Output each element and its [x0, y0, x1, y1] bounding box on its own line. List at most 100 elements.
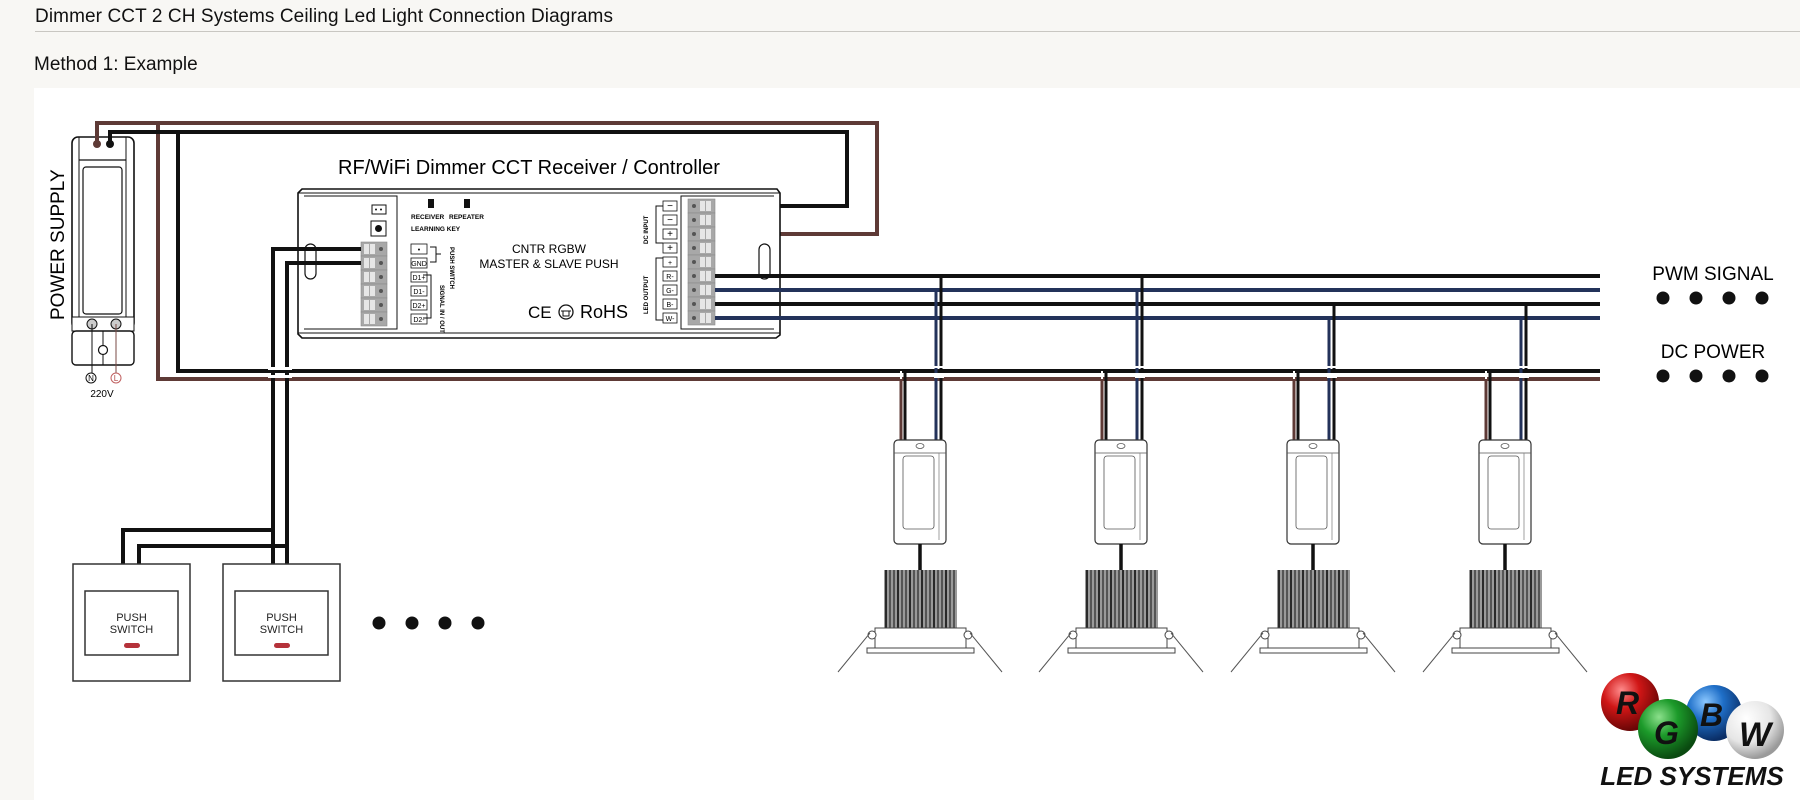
spring-clip: [1422, 632, 1456, 673]
rgbw-led-systems-logo: R G B W LED SYSTEMS: [1600, 673, 1784, 791]
right-terminal-labels: −−+++R-G-B-W-: [662, 200, 678, 324]
switch-button[interactable]: [234, 590, 329, 656]
psu-wires: [95, 121, 1600, 381]
continuation-dot: [1656, 369, 1670, 383]
dc-power-positive-bus: [156, 123, 1600, 381]
mounting-clip: [1068, 630, 1078, 640]
power-supply-label: POWER SUPPLY: [48, 169, 69, 320]
svg-text:D2+: D2+: [412, 303, 425, 310]
spring-clip: [1554, 632, 1588, 673]
right-terminal-label: +: [662, 242, 678, 254]
switch-indicator-led: [124, 643, 140, 648]
learning-key-icon: [375, 225, 382, 232]
continuation-dot: [1722, 369, 1736, 383]
weee-icon: [558, 304, 574, 320]
switch-indicator-led: [274, 643, 290, 648]
light-fixtures: [837, 276, 1588, 673]
receiver-label: RECEIVER: [411, 214, 445, 221]
svg-text:+: +: [667, 229, 673, 240]
right-terminal-label: −: [662, 200, 678, 212]
lamp-bezel: [1075, 627, 1168, 649]
logo-white-ball: [1726, 701, 1784, 759]
mounting-clip: [1548, 630, 1558, 640]
mounting-clip: [1260, 630, 1270, 640]
right-terminal: [687, 240, 716, 256]
controller-left-panel: [304, 195, 398, 330]
lamp-bezel: [1267, 627, 1360, 649]
logo-green-ball: [1638, 699, 1698, 759]
mounting-clip: [1452, 630, 1462, 640]
svg-text:R-: R-: [666, 274, 674, 281]
right-terminal: [687, 268, 716, 284]
switch-label-line1: PUSH: [116, 612, 147, 624]
left-terminal-label: D1+: [410, 271, 428, 283]
logo-letter-r: R: [1616, 685, 1639, 721]
neutral-terminal-label: N: [88, 374, 94, 383]
continuation-dot: [1689, 291, 1703, 305]
continuation-dot: [1722, 291, 1736, 305]
model-line-2: MASTER & SLAVE PUSH: [479, 257, 618, 271]
section-title: Method 1: Example: [34, 54, 198, 75]
continuation-dot: [1656, 291, 1670, 305]
right-terminal-label: G-: [662, 284, 678, 296]
switch-label-line2: SWITCH: [260, 624, 303, 636]
more-switches-ellipsis: [372, 616, 485, 630]
left-terminal: [360, 255, 388, 271]
left-terminal: [360, 283, 388, 299]
logo-letter-g: G: [1654, 715, 1679, 751]
controller: RF/WiFi Dimmer CCT Receiver / Controller…: [297, 157, 781, 339]
spring-clip: [1362, 632, 1396, 673]
left-terminal: [360, 297, 388, 313]
switch-label-line2: SWITCH: [110, 624, 153, 636]
spring-clip: [969, 632, 1003, 673]
push-switch-bracket: [430, 246, 441, 263]
ceiling-light: [1422, 304, 1588, 673]
heatsink: [884, 570, 957, 628]
repeater-jumper-icon: [464, 199, 470, 208]
right-terminal: [687, 198, 716, 214]
continuation-dot: [1755, 369, 1769, 383]
right-terminal: [687, 254, 716, 270]
left-terminal-label: •: [410, 243, 428, 255]
heatsink: [1469, 570, 1542, 628]
ellipsis-dot: [372, 616, 386, 630]
pwm-signal-continuation-dots: [1656, 291, 1769, 305]
logo-letter-w: W: [1739, 716, 1774, 754]
mounting-clip: [963, 630, 973, 640]
signal-in-out-label: SIGNAL IN / OUT: [438, 285, 444, 333]
ps-ground-point: [97, 344, 109, 356]
mounting-slot-right: [758, 243, 771, 280]
svg-text:+: +: [667, 243, 673, 254]
spring-clip: [837, 632, 871, 673]
continuation-dot: [1755, 291, 1769, 305]
logo-letter-b: B: [1700, 697, 1723, 733]
left-terminal-label: GND: [410, 257, 428, 269]
svg-text:D1+: D1+: [412, 275, 425, 282]
left-terminal-label: D1-: [410, 285, 428, 297]
power-supply: N L 220V POWER SUPPLY: [48, 136, 135, 400]
right-terminal-label: W-: [662, 312, 678, 324]
heatsink: [1085, 570, 1158, 628]
learning-key-label: LEARNING KEY: [411, 226, 461, 233]
left-terminal-label: D2-: [410, 313, 428, 325]
ceiling-light: [1230, 304, 1396, 673]
live-terminal-icon: [110, 372, 122, 384]
ellipsis-dot: [438, 616, 452, 630]
diagram-canvas: N L 220V POWER SUPPLY RF/WiFi Dimmer CCT…: [34, 88, 1800, 800]
svg-text:−: −: [667, 201, 673, 212]
left-terminal: [360, 269, 388, 285]
mounting-clip: [1356, 630, 1366, 640]
pwm-signal-bus: [715, 274, 1600, 320]
right-terminal-label: B-: [662, 298, 678, 310]
left-terminal: [360, 311, 388, 327]
live-terminal-label: L: [114, 374, 119, 383]
dc-power-label: DC POWER: [1661, 342, 1766, 363]
signal-bracket: [423, 274, 432, 319]
dc-input-label: DC INPUT: [644, 215, 650, 244]
dc-power-negative-bus: [176, 132, 1600, 373]
switch-wires: [121, 247, 361, 564]
psu-negative-wire-to-controller: [108, 130, 849, 208]
